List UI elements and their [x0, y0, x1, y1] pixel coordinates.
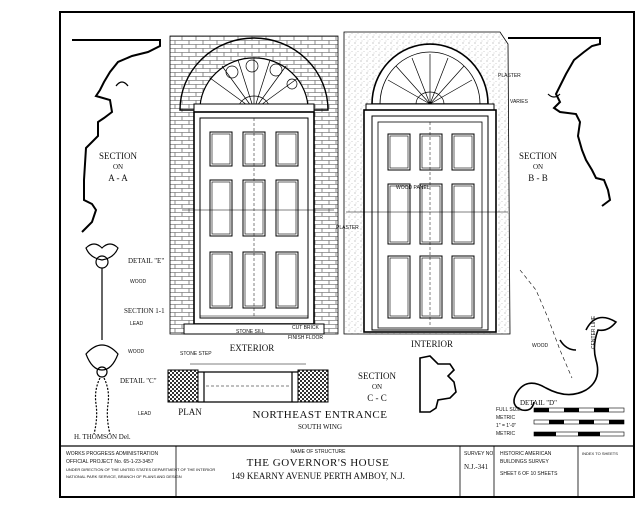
- section-cc-label-3: C - C: [367, 393, 387, 403]
- wood-label-1: WOOD: [130, 279, 147, 285]
- exterior-label: EXTERIOR: [229, 343, 275, 353]
- plaster-label-2: PLASTER: [336, 225, 359, 231]
- plaster-label-1: PLASTER: [498, 73, 521, 79]
- tb-agency: WORKS PROGRESS ADMINISTRATION: [66, 451, 159, 457]
- center-line-label: CENTER LINE: [591, 315, 598, 350]
- interior-label: INTERIOR: [411, 339, 453, 349]
- section-aa-profile: [72, 39, 161, 233]
- scale-metric-2: METRIC: [496, 431, 516, 437]
- varies-label: VARIES: [510, 99, 528, 105]
- tb-habs-2: BUILDINGS SURVEY: [500, 459, 549, 465]
- delineator: H. THOMSON Del.: [74, 433, 131, 441]
- scale-full-size: FULL SIZE: [496, 407, 521, 413]
- section-bb-profile: [508, 37, 612, 207]
- wood-panel-label: WOOD PANEL: [396, 185, 430, 191]
- detail-d-drawing: [513, 269, 618, 412]
- stone-step-label: STONE STEP: [180, 351, 212, 357]
- section-cc-profile: [419, 355, 457, 413]
- tb-under: UNDER DIRECTION OF THE UNITED STATES DEP…: [66, 467, 216, 472]
- tb-survey-label: SURVEY NO.: [464, 451, 495, 457]
- title-block: [59, 445, 635, 498]
- wood-label-2: WOOD: [128, 349, 145, 355]
- tb-address: 149 KEARNY AVENUE PERTH AMBOY, N.J.: [231, 471, 405, 481]
- lead-label-2: LEAD: [138, 411, 152, 417]
- wood-label-3: WOOD: [532, 343, 549, 349]
- detail-d-label: DETAIL "D": [520, 399, 557, 407]
- lead-label-1: LEAD: [130, 321, 144, 327]
- detail-e-label: DETAIL "E": [128, 257, 165, 265]
- section-bb-label-2: ON: [532, 163, 544, 171]
- finish-floor-label: FINISH FLOOR: [288, 335, 324, 341]
- interior-elevation: [343, 31, 511, 335]
- scale-metric-1: METRIC: [496, 415, 516, 421]
- section-bb-label-1: SECTION: [519, 151, 557, 161]
- plan-label: PLAN: [178, 407, 202, 417]
- tb-habs-1: HISTORIC AMERICAN: [500, 451, 552, 457]
- scale-feet: 1" = 1'-0": [496, 423, 517, 429]
- drawing-subtitle: SOUTH WING: [297, 423, 343, 431]
- detail-c-label: DETAIL "C": [120, 377, 157, 385]
- tb-project: OFFICIAL PROJECT No. 65-1-23-3457: [66, 459, 154, 465]
- section-cc-label-1: SECTION: [358, 371, 396, 381]
- stone-sill-label: STONE SILL: [236, 329, 265, 335]
- exterior-elevation: [169, 35, 339, 335]
- section-1-1-label: SECTION 1-1: [124, 307, 165, 315]
- tb-stamp: INDEX TO SHEETS: [582, 451, 618, 456]
- section-aa-label-3: A - A: [108, 173, 128, 183]
- cut-brick-label: CUT BRICK: [292, 325, 319, 331]
- section-bb-label-3: B - B: [528, 173, 548, 183]
- tb-name-caption: NAME OF STRUCTURE: [290, 449, 346, 455]
- section-cc-label-2: ON: [371, 383, 383, 391]
- section-aa-label-2: ON: [112, 163, 124, 171]
- plan-view: [167, 363, 329, 403]
- scale-bar: [533, 407, 625, 437]
- tb-name: THE GOVERNOR'S HOUSE: [246, 457, 390, 469]
- tb-survey-no: N.J.-341: [464, 463, 489, 471]
- section-aa-label-1: SECTION: [99, 151, 137, 161]
- drawing-title: NORTHEAST ENTRANCE: [252, 409, 388, 421]
- detail-e-c-drawing: [85, 243, 119, 435]
- tb-branch: NATIONAL PARK SERVICE, BRANCH OF PLANS A…: [66, 474, 182, 479]
- tb-sheet: SHEET 6 OF 10 SHEETS: [500, 471, 558, 477]
